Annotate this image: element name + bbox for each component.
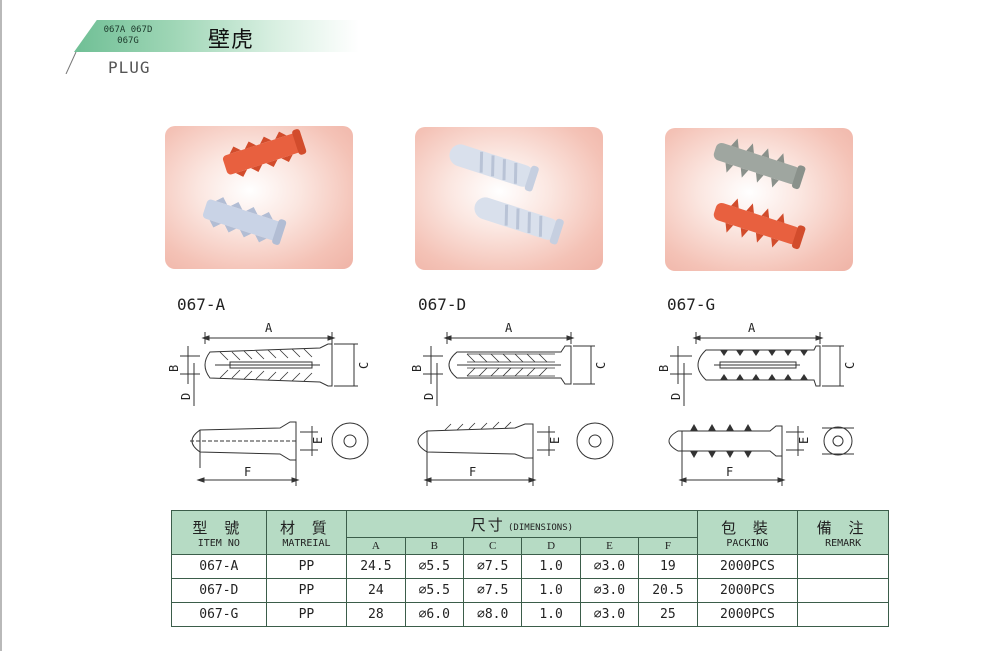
product-photo-067a: [165, 126, 353, 269]
cell-b: ⌀5.5: [404, 554, 464, 579]
cell-packing: 2000PCS: [696, 602, 799, 627]
col-header-material-en: MATREIAL: [282, 537, 331, 549]
col-header-f: F: [638, 537, 698, 555]
cell-packing: 2000PCS: [696, 554, 799, 579]
cell-e: ⌀3.0: [579, 578, 640, 603]
dim-label-f: F: [469, 465, 476, 479]
header-band: [74, 20, 359, 52]
col-header-dimensions: 尺寸 (DIMENSIONS): [346, 510, 698, 538]
cell-item: 067-A: [171, 554, 267, 579]
cell-b: ⌀6.0: [404, 602, 464, 627]
col-header-item-en: ITEM NO: [197, 537, 240, 549]
cell-d: 1.0: [521, 602, 581, 627]
col-header-item-zh: 型 號: [192, 518, 246, 537]
col-header-remark: 備 注 REMARK: [797, 510, 889, 555]
header-slash: [65, 52, 77, 74]
page-left-border: [0, 0, 2, 651]
col-header-dimensions-en: (DIMENSIONS): [508, 522, 574, 533]
cell-c: ⌀7.5: [462, 554, 523, 579]
dim-label-a: A: [748, 321, 756, 335]
table-row: 067-G PP 28 ⌀6.0 ⌀8.0 1.0 ⌀3.0 25 2000PC…: [171, 602, 889, 627]
dim-label-e: E: [797, 437, 811, 444]
header-model-codes: 067A 067D 067G: [98, 25, 158, 47]
col-header-e: E: [579, 537, 640, 555]
cell-a: 24.5: [346, 554, 406, 579]
col-header-remark-en: REMARK: [825, 537, 862, 549]
cell-remark: [797, 578, 889, 603]
cell-material: PP: [265, 602, 348, 627]
dim-label-e: E: [548, 437, 562, 444]
cell-e: ⌀3.0: [579, 602, 640, 627]
col-header-packing: 包 裝 PACKING: [696, 510, 799, 555]
cell-d: 1.0: [521, 554, 581, 579]
dim-label-b: B: [167, 365, 181, 372]
col-header-material-zh: 材 質: [280, 518, 333, 537]
model-label-067g: 067-G: [667, 295, 716, 314]
dim-label-b: B: [657, 365, 671, 372]
col-header-a: A: [346, 537, 406, 555]
page-title: 壁虎: [208, 28, 255, 53]
col-header-dimensions-zh: 尺寸: [470, 515, 505, 534]
dim-label-d: D: [422, 393, 436, 400]
cell-a: 24: [346, 578, 406, 603]
product-photo-067d: [415, 127, 603, 270]
technical-drawing-067d: A B C D E F: [410, 321, 614, 486]
col-header-packing-en: PACKING: [726, 537, 769, 549]
dim-label-a: A: [265, 321, 273, 335]
cell-material: PP: [265, 554, 348, 579]
col-header-packing-zh: 包 裝: [721, 518, 774, 537]
cell-d: 1.0: [521, 578, 581, 603]
table-row: 067-D PP 24 ⌀5.5 ⌀7.5 1.0 ⌀3.0 20.5 2000…: [171, 578, 889, 603]
header-codes-line1: 067A 067D: [103, 25, 153, 35]
dim-label-c: C: [843, 362, 857, 369]
cell-c: ⌀8.0: [462, 602, 523, 627]
cell-packing: 2000PCS: [696, 578, 799, 603]
product-photo-067g: [665, 128, 853, 271]
dim-label-e: E: [311, 437, 325, 444]
dim-label-f: F: [726, 465, 733, 479]
dim-label-b: B: [410, 365, 424, 372]
cell-f: 19: [638, 554, 698, 579]
col-header-item: 型 號 ITEM NO: [171, 510, 267, 555]
cell-a: 28: [346, 602, 406, 627]
cell-material: PP: [265, 578, 348, 603]
col-header-remark-zh: 備 注: [816, 518, 870, 537]
cell-item: 067-D: [171, 578, 267, 603]
technical-drawing-067g: A B C D E F: [657, 321, 857, 486]
dim-label-f: F: [244, 465, 251, 479]
dim-label-c: C: [357, 362, 371, 369]
dim-label-d: D: [179, 393, 193, 400]
cell-e: ⌀3.0: [579, 554, 640, 579]
col-header-d: D: [521, 537, 581, 555]
model-label-067a: 067-A: [177, 295, 226, 314]
cell-f: 25: [638, 602, 698, 627]
header-codes-line2: 067G: [117, 36, 139, 46]
cell-c: ⌀7.5: [462, 578, 523, 603]
cell-remark: [797, 554, 889, 579]
col-header-c: C: [462, 537, 523, 555]
dim-label-d: D: [669, 393, 683, 400]
technical-drawing-067a: A B C D E F: [167, 321, 371, 486]
col-header-b: B: [404, 537, 464, 555]
cell-b: ⌀5.5: [404, 578, 464, 603]
table-row: 067-A PP 24.5 ⌀5.5 ⌀7.5 1.0 ⌀3.0 19 2000…: [171, 554, 889, 579]
dim-label-a: A: [505, 321, 513, 335]
model-label-067d: 067-D: [418, 295, 467, 314]
spec-table: 型 號 ITEM NO 材 質 MATREIAL 尺寸 (DIMENSIONS)…: [171, 510, 889, 627]
cell-f: 20.5: [638, 578, 698, 603]
page-subtitle: PLUG: [108, 58, 151, 77]
cell-remark: [797, 602, 889, 627]
col-header-material: 材 質 MATREIAL: [265, 510, 348, 555]
dim-label-c: C: [594, 362, 608, 369]
cell-item: 067-G: [171, 602, 267, 627]
